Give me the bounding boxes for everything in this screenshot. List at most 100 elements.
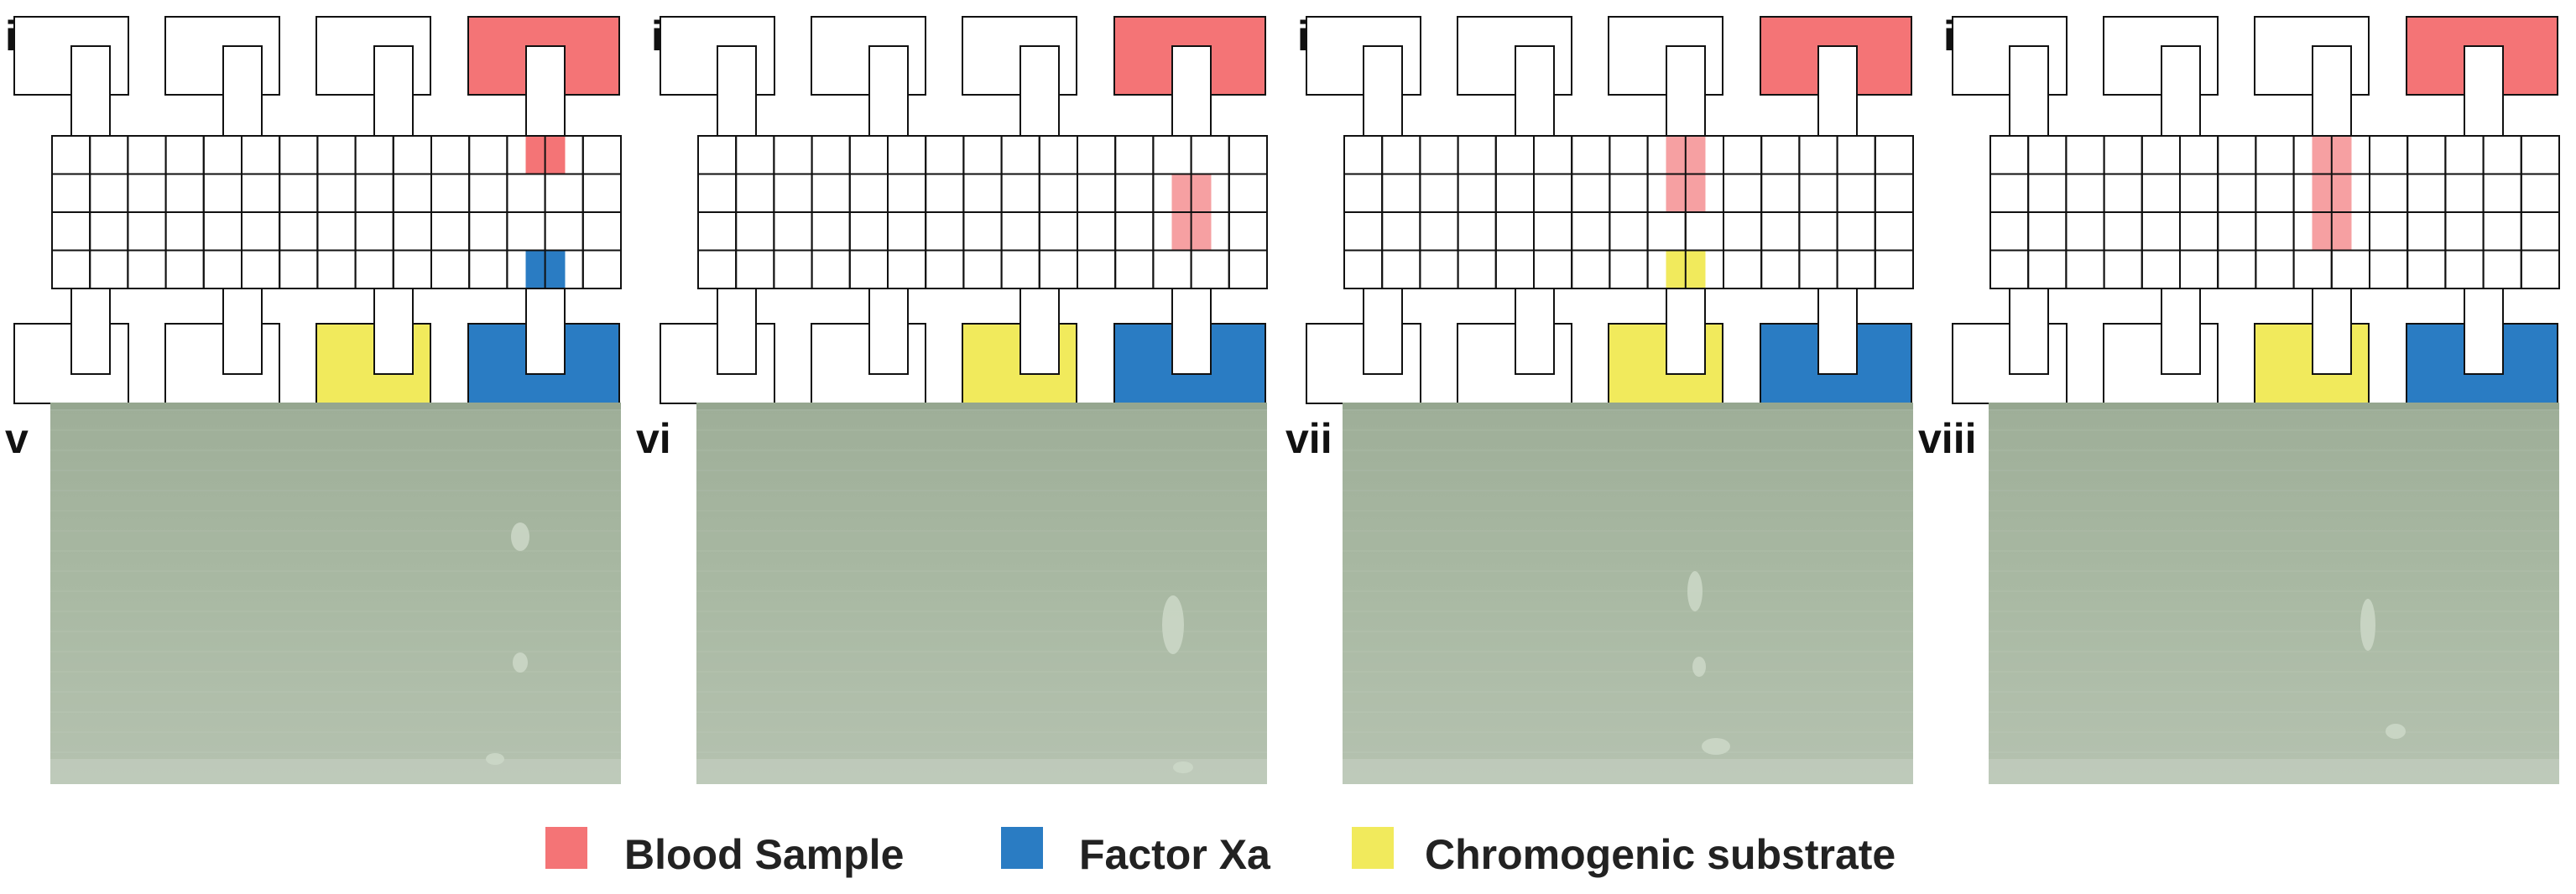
photo-texture bbox=[50, 550, 621, 552]
droplet-trace bbox=[513, 652, 528, 673]
device-photo bbox=[1989, 403, 2559, 784]
grid-cell bbox=[1874, 135, 1914, 175]
grid-cell bbox=[430, 135, 471, 175]
grid-cell bbox=[1077, 135, 1117, 175]
photo-texture bbox=[696, 751, 1267, 753]
grid-cell bbox=[1343, 211, 1384, 252]
photo-texture bbox=[696, 550, 1267, 552]
grid-cell bbox=[925, 135, 965, 175]
grid-cell bbox=[279, 135, 319, 175]
grid-cell bbox=[316, 249, 357, 289]
grid-cell bbox=[354, 173, 394, 213]
photo-texture bbox=[1989, 691, 2559, 693]
grid-cell bbox=[887, 173, 927, 213]
photo-texture bbox=[1343, 671, 1913, 673]
grid-cell bbox=[1228, 135, 1268, 175]
photo-texture bbox=[1989, 731, 2559, 733]
grid-cell bbox=[89, 173, 129, 213]
grid-cell bbox=[2520, 135, 2560, 175]
grid-cell bbox=[2369, 173, 2409, 213]
photo-texture bbox=[1343, 550, 1913, 552]
panel-label: viii bbox=[1918, 415, 1976, 462]
grid-cell bbox=[316, 173, 357, 213]
grid-cell bbox=[1190, 249, 1230, 289]
grid-cell bbox=[962, 249, 1003, 289]
photo-plate bbox=[1343, 403, 1913, 784]
grid-cell bbox=[51, 249, 91, 289]
photo-texture bbox=[696, 530, 1267, 532]
photo-texture bbox=[696, 429, 1267, 431]
photo-texture bbox=[696, 490, 1267, 491]
grid-cell bbox=[1684, 211, 1724, 252]
photo-texture bbox=[1989, 429, 2559, 431]
photo-texture bbox=[50, 711, 621, 713]
photo-texture bbox=[696, 611, 1267, 612]
photo-texture bbox=[50, 510, 621, 512]
grid-cell bbox=[2444, 211, 2485, 252]
grid-cell bbox=[2179, 211, 2219, 252]
grid-cell bbox=[2482, 173, 2522, 213]
grid-cell bbox=[848, 173, 889, 213]
grid-cell bbox=[1609, 135, 1649, 175]
grid-cell bbox=[279, 211, 319, 252]
photo-plate bbox=[50, 403, 621, 784]
grid-cell bbox=[1190, 135, 1230, 175]
photo-panel: v bbox=[5, 403, 621, 784]
grid-cell bbox=[2444, 249, 2485, 289]
photo-texture bbox=[1989, 409, 2559, 411]
photo-texture bbox=[50, 530, 621, 532]
droplet-trace bbox=[1702, 738, 1730, 755]
grid-cell bbox=[2407, 135, 2447, 175]
legend-label-chromogenic-substrate: Chromogenic substrate bbox=[1425, 831, 1895, 878]
grid-cell bbox=[1609, 211, 1649, 252]
grid-cell bbox=[2141, 135, 2182, 175]
grid-cell bbox=[316, 135, 357, 175]
photo-texture bbox=[1343, 470, 1913, 471]
grid-cell bbox=[2482, 135, 2522, 175]
grid-cell bbox=[506, 173, 546, 213]
droplet-trace bbox=[1173, 761, 1193, 773]
photo-texture bbox=[1343, 450, 1913, 451]
grid-cell bbox=[1077, 211, 1117, 252]
grid-cell bbox=[1381, 135, 1421, 175]
grid-cell bbox=[241, 135, 281, 175]
grid-cell bbox=[127, 211, 167, 252]
photo-edge bbox=[1989, 403, 2559, 409]
grid-cell bbox=[811, 173, 851, 213]
grid-cell bbox=[697, 173, 738, 213]
grid-cell bbox=[241, 249, 281, 289]
grid-cell bbox=[506, 211, 546, 252]
grid-cell bbox=[354, 135, 394, 175]
grid-cell bbox=[164, 135, 205, 175]
grid-cell bbox=[2027, 173, 2068, 213]
grid-cell bbox=[1760, 135, 1801, 175]
photo-texture bbox=[50, 751, 621, 753]
grid-cell bbox=[2444, 135, 2485, 175]
grid-cell bbox=[2292, 249, 2333, 289]
grid-cell bbox=[1152, 135, 1192, 175]
photo-texture bbox=[50, 631, 621, 632]
grid-cell bbox=[1228, 249, 1268, 289]
grid-cell bbox=[1343, 249, 1384, 289]
grid-cell bbox=[773, 249, 813, 289]
photo-texture bbox=[696, 691, 1267, 693]
grid-cell bbox=[1609, 249, 1649, 289]
grid-cell bbox=[2103, 211, 2143, 252]
legend-label-factor-xa: Factor Xa bbox=[1079, 831, 1271, 878]
photo-plate bbox=[1989, 403, 2559, 784]
photo-texture bbox=[1343, 530, 1913, 532]
diagram-panel: ii bbox=[651, 13, 1268, 404]
photo-texture bbox=[1343, 590, 1913, 592]
grid-cell bbox=[2444, 173, 2485, 213]
grid-cell bbox=[2217, 173, 2257, 213]
photo-texture bbox=[1343, 570, 1913, 572]
grid-cell bbox=[2255, 135, 2295, 175]
grid-cell bbox=[2141, 173, 2182, 213]
photo-texture bbox=[1989, 751, 2559, 753]
grid-cell bbox=[51, 211, 91, 252]
panel-label: vi bbox=[636, 415, 671, 462]
grid-cell bbox=[2520, 211, 2560, 252]
grid-cell bbox=[164, 211, 205, 252]
photo-panel: vi bbox=[636, 403, 1267, 784]
grid-cell bbox=[1798, 249, 1838, 289]
